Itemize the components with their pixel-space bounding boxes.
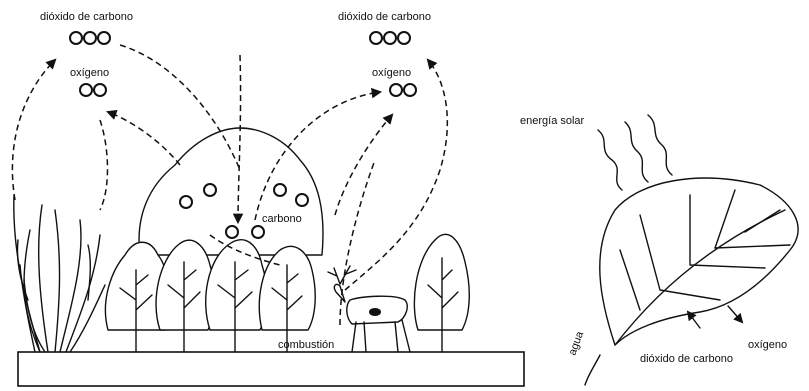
label-carbon: carbono xyxy=(262,213,302,225)
solar-rays xyxy=(598,115,672,190)
label-co2-left: dióxido de carbono xyxy=(40,11,133,23)
co2-molecules-left xyxy=(70,32,110,44)
ground-slab xyxy=(18,352,524,386)
label-co2-right: dióxido de carbono xyxy=(338,11,431,23)
label-water: agua xyxy=(567,329,587,357)
deer xyxy=(328,266,410,352)
o2-molecules-right xyxy=(390,84,416,96)
label-o2-right: oxígeno xyxy=(372,67,411,79)
label-solar: energía solar xyxy=(520,115,585,127)
label-o2-left: oxígeno xyxy=(70,67,109,79)
label-combustion: combustión xyxy=(278,339,334,351)
co2-molecules-right xyxy=(370,32,410,44)
label-leaf-co2: dióxido de carbono xyxy=(640,353,733,365)
grass-plants xyxy=(14,195,105,352)
label-leaf-o2: oxígeno xyxy=(748,339,787,351)
o2-molecules-left xyxy=(80,84,106,96)
